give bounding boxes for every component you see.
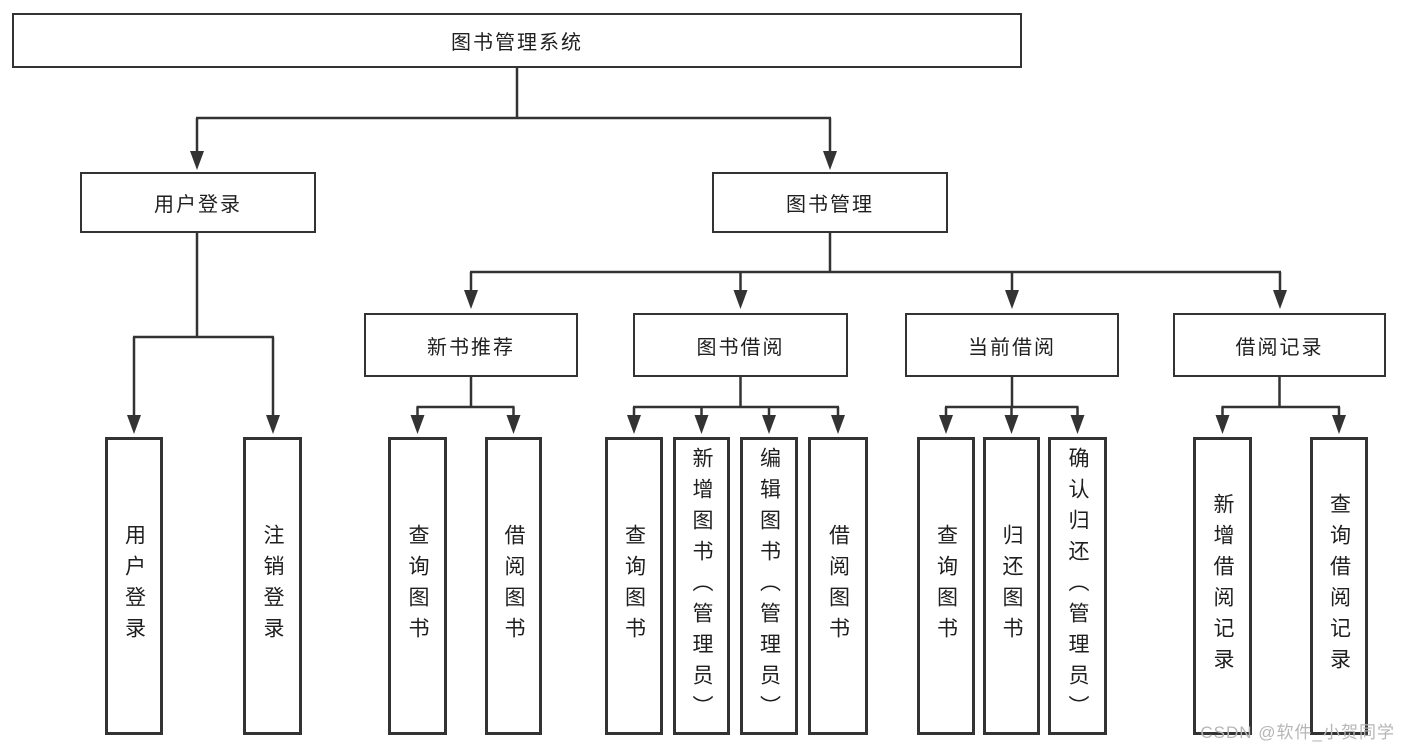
node-logout: 注销登录 xyxy=(243,437,302,735)
node-current-borrow-label: 当前借阅 xyxy=(968,336,1056,359)
node-borrow-books-action: 借阅图书 xyxy=(808,437,868,735)
node-add-books-admin: 新增图书（管理员） xyxy=(673,437,730,735)
node-query-books-recommend: 查询图书 xyxy=(388,437,447,735)
node-user-login-label: 用户登录 xyxy=(154,194,242,216)
node-return-books-label: 归还图书 xyxy=(1000,524,1023,648)
node-book-management-label: 图书管理 xyxy=(786,194,874,216)
node-borrow-books-action-label: 借阅图书 xyxy=(826,524,850,648)
edge-borrow-records-to-children xyxy=(1221,377,1341,416)
edge-book-mgmt-arrowheads xyxy=(464,290,1287,309)
node-add-books-admin-label: 新增图书（管理员） xyxy=(690,446,713,726)
node-borrow-books-recommend-label: 借阅图书 xyxy=(502,524,525,648)
node-book-borrow: 图书借阅 xyxy=(633,313,848,377)
edge-new-book-rec-to-children xyxy=(416,377,515,416)
node-query-books-recommend-label: 查询图书 xyxy=(406,524,429,648)
edge-current-borrow-arrowheads xyxy=(939,415,1085,434)
node-query-books-borrow-label: 查询图书 xyxy=(622,524,646,648)
node-query-books-current: 查询图书 xyxy=(917,437,975,735)
node-user-login: 用户登录 xyxy=(80,172,316,233)
node-borrow-books-recommend: 借阅图书 xyxy=(485,437,542,735)
node-current-borrow: 当前借阅 xyxy=(905,313,1119,377)
node-query-books-current-label: 查询图书 xyxy=(934,524,958,648)
node-book-management: 图书管理 xyxy=(712,172,948,233)
node-query-books-borrow: 查询图书 xyxy=(605,437,663,735)
node-user-login-action-label: 用户登录 xyxy=(122,524,146,648)
node-user-login-action: 用户登录 xyxy=(105,437,163,735)
node-add-borrow-record: 新增借阅记录 xyxy=(1193,437,1252,735)
edge-book-borrow-arrowheads xyxy=(627,415,845,434)
node-root: 图书管理系统 xyxy=(12,13,1022,68)
watermark-text: CSDN @软件_小贺同学 xyxy=(1200,723,1395,742)
node-query-borrow-record: 查询借阅记录 xyxy=(1310,437,1368,735)
node-confirm-return-admin-label: 确认归还（管理员） xyxy=(1066,446,1089,726)
edge-book-borrow-to-children xyxy=(632,377,840,416)
node-borrow-records-label: 借阅记录 xyxy=(1235,336,1324,359)
edge-user-login-to-children xyxy=(132,233,275,416)
node-logout-label: 注销登录 xyxy=(261,524,284,648)
node-borrow-records: 借阅记录 xyxy=(1173,313,1386,377)
node-root-label: 图书管理系统 xyxy=(451,32,583,54)
edge-user-login-arrowheads xyxy=(127,415,280,434)
node-add-borrow-record-label: 新增借阅记录 xyxy=(1211,493,1234,679)
edge-new-book-rec-arrowheads xyxy=(410,415,521,434)
node-book-borrow-label: 图书借阅 xyxy=(696,336,785,359)
edge-root-to-level2 xyxy=(195,68,832,152)
edge-current-borrow-to-children xyxy=(944,377,1079,416)
edge-book-mgmt-to-level3 xyxy=(469,233,1282,291)
node-edit-books-admin: 编辑图书（管理员） xyxy=(740,437,798,735)
node-return-books: 归还图书 xyxy=(983,437,1040,735)
edge-borrow-records-arrowheads xyxy=(1215,415,1346,434)
node-new-book-recommend: 新书推荐 xyxy=(364,313,578,377)
node-new-book-recommend-label: 新书推荐 xyxy=(427,336,515,359)
node-confirm-return-admin: 确认归还（管理员） xyxy=(1048,437,1107,735)
edge-root-arrowheads xyxy=(190,151,837,170)
node-edit-books-admin-label: 编辑图书（管理员） xyxy=(757,446,781,726)
node-query-borrow-record-label: 查询借阅记录 xyxy=(1327,493,1351,679)
